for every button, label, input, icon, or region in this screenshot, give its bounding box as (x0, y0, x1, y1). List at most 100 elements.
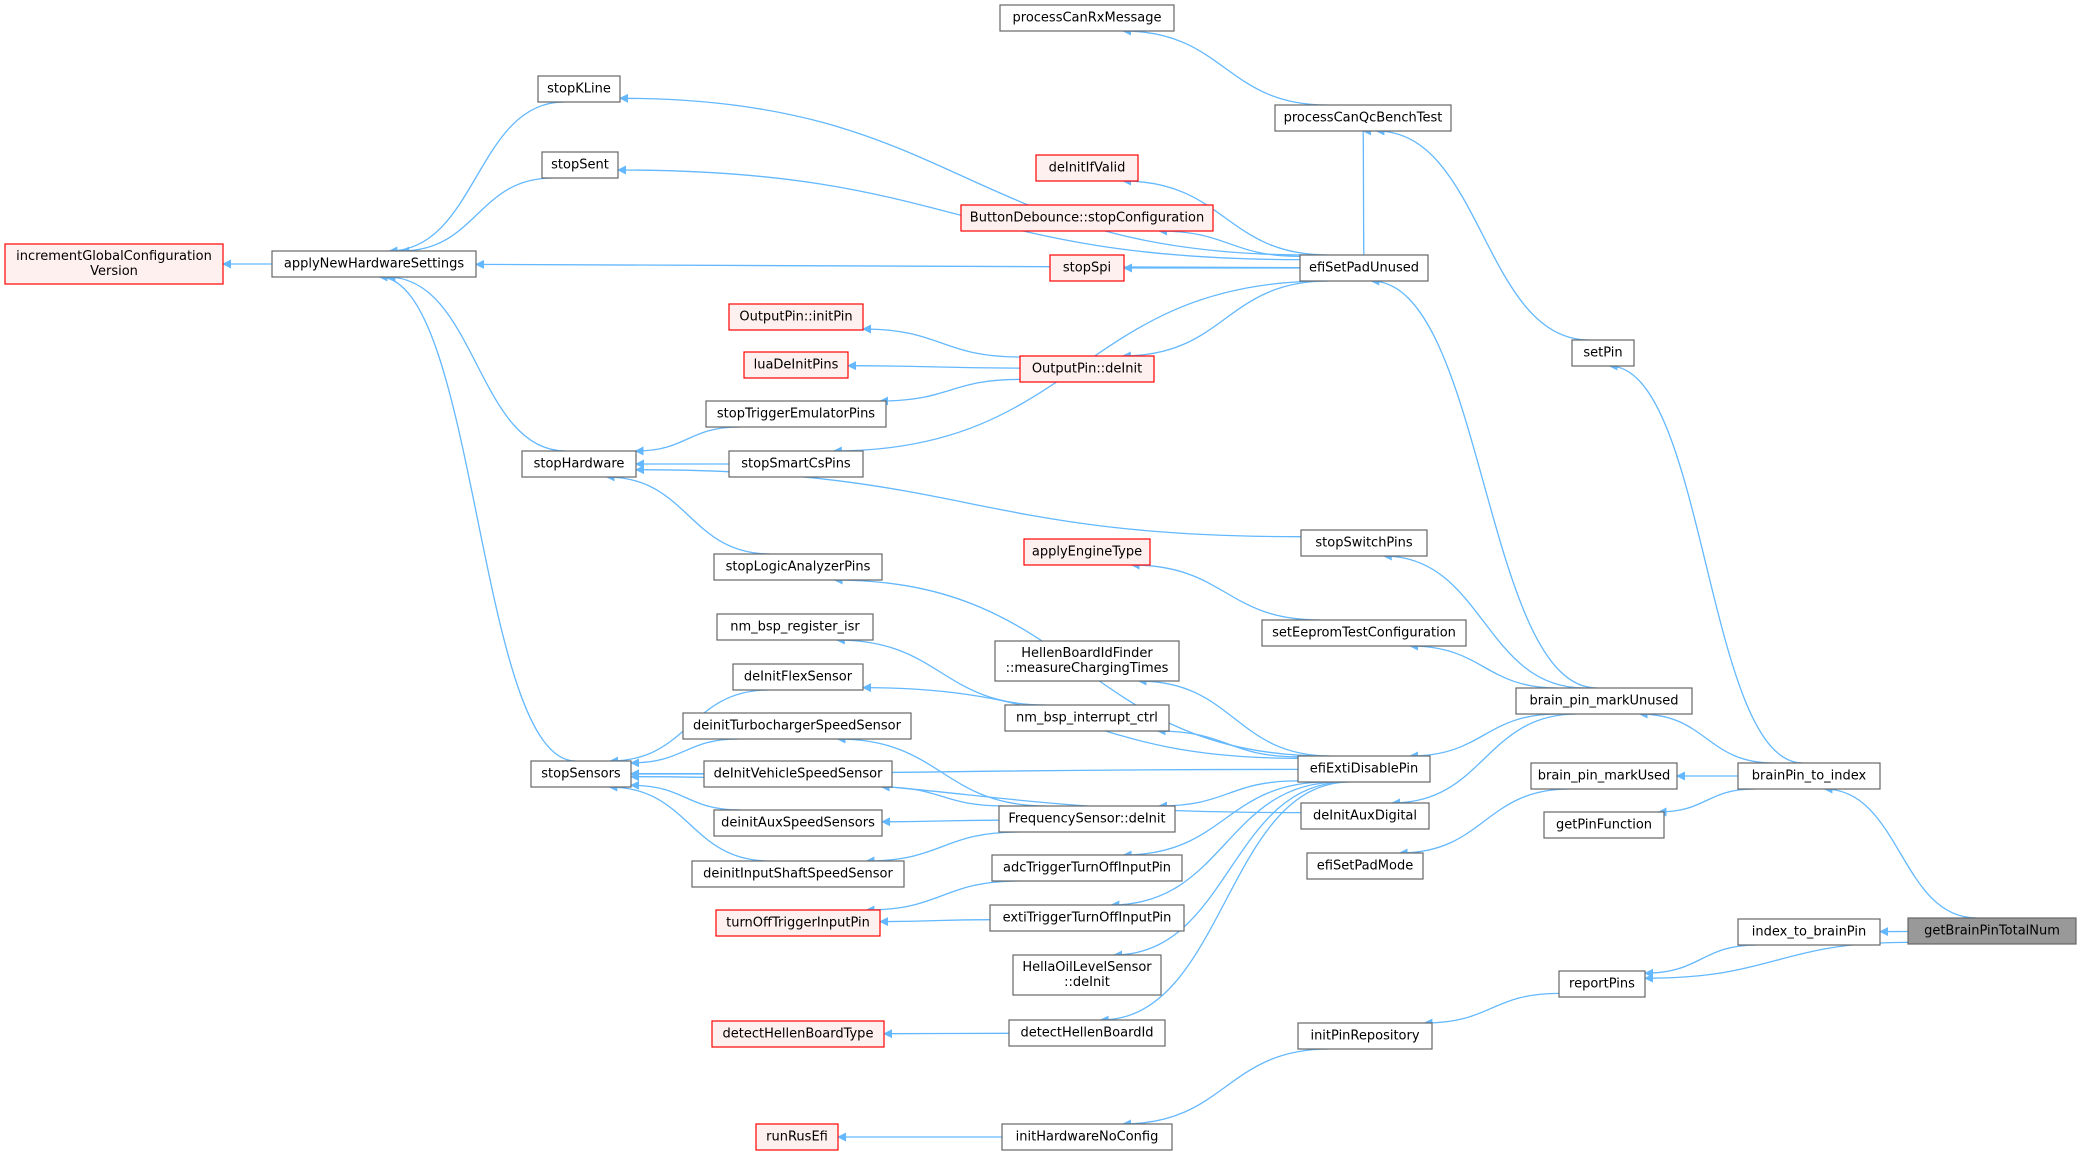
node-detectHellenBoardType[interactable]: detectHellenBoardType (712, 1021, 884, 1047)
node-label: processCanRxMessage (1013, 11, 1162, 26)
node-initPinRepository[interactable]: initPinRepository (1298, 1023, 1432, 1049)
edge-reportPins-to-getBrainPinTotalNum (1645, 942, 1908, 978)
node-ButtonDebounce_stopConfiguration[interactable]: ButtonDebounce::stopConfiguration (961, 205, 1213, 231)
node-efiSetPadUnused[interactable]: efiSetPadUnused (1300, 255, 1428, 281)
node-setPin[interactable]: setPin (1572, 340, 1634, 366)
node-label: applyEngineType (1032, 545, 1142, 560)
node-label: incrementGlobalConfiguration (16, 249, 212, 264)
node-deInitIfValid[interactable]: deInitIfValid (1036, 155, 1138, 181)
node-stopSmartCsPins[interactable]: stopSmartCsPins (729, 451, 863, 477)
node-label: getPinFunction (1556, 818, 1652, 833)
node-nm_bsp_interrupt_ctrl[interactable]: nm_bsp_interrupt_ctrl (1005, 705, 1169, 731)
node-layer: getBrainPinTotalNum brainPin_to_indexinde… (5, 5, 2076, 1150)
node-applyNewHardwareSettings[interactable]: applyNewHardwareSettings (272, 251, 476, 277)
node-initHardwareNoConfig[interactable]: initHardwareNoConfig (1002, 1124, 1172, 1150)
node-label: adcTriggerTurnOffInputPin (1003, 861, 1171, 876)
node-FrequencySensor_deInit[interactable]: FrequencySensor::deInit (999, 806, 1175, 832)
node-extiTriggerTurnOffInputPin[interactable]: extiTriggerTurnOffInputPin (990, 905, 1184, 931)
node-brainPin_to_index[interactable]: brainPin_to_index (1738, 763, 1880, 789)
edge-efiExtiDisablePin-to-brain_pin_markUnused (1410, 714, 1558, 756)
node-label: stopSmartCsPins (741, 457, 851, 472)
node-stopKLine[interactable]: stopKLine (538, 76, 620, 102)
node-runRusEfi[interactable]: runRusEfi (756, 1124, 838, 1150)
node-label: efiSetPadUnused (1309, 261, 1419, 276)
node-label: ButtonDebounce::stopConfiguration (970, 211, 1204, 226)
node-nm_bsp_register_isr[interactable]: nm_bsp_register_isr (717, 614, 873, 640)
node-label: detectHellenBoardType (723, 1027, 874, 1042)
node-stopTriggerEmulatorPins[interactable]: stopTriggerEmulatorPins (706, 401, 886, 427)
node-efiSetPadMode[interactable]: efiSetPadMode (1307, 853, 1423, 879)
node-label: stopTriggerEmulatorPins (717, 407, 875, 422)
edge-applyNewHardwareSettings-to-stopHardware (387, 277, 565, 451)
node-label: processCanQcBenchTest (1284, 111, 1443, 126)
node-deinitTurbochargerSpeedSensor[interactable]: deinitTurbochargerSpeedSensor (683, 713, 911, 739)
node-deInitFlexSensor[interactable]: deInitFlexSensor (733, 664, 863, 690)
node-label: detectHellenBoardId (1020, 1026, 1153, 1041)
node-deinitAuxSpeedSensors[interactable]: deinitAuxSpeedSensors (714, 810, 882, 836)
edge-initPinRepository-to-reportPins (1424, 993, 1559, 1023)
edge-stopSensors-to-deinitAuxSpeedSensors (631, 785, 740, 810)
node-label: stopSpi (1063, 261, 1111, 276)
node-deInitAuxDigital[interactable]: deInitAuxDigital (1301, 803, 1429, 829)
node-label: stopKLine (547, 82, 611, 97)
node-efiExtiDisablePin[interactable]: efiExtiDisablePin (1298, 756, 1430, 782)
node-label: reportPins (1569, 977, 1635, 992)
node-adcTriggerTurnOffInputPin[interactable]: adcTriggerTurnOffInputPin (992, 855, 1182, 881)
node-brain_pin_markUnused[interactable]: brain_pin_markUnused (1516, 688, 1692, 714)
edge-extiTriggerTurnOffInputPin-to-efiExtiDisablePin (1111, 782, 1340, 905)
node-label: brain_pin_markUnused (1529, 694, 1678, 709)
node-label: brainPin_to_index (1752, 769, 1867, 784)
node-label: luaDeInitPins (754, 358, 839, 373)
node-label: OutputPin::deInit (1032, 362, 1142, 377)
edge-processCanRxMessage-to-processCanQcBenchTest (1123, 31, 1327, 105)
node-label: deinitTurbochargerSpeedSensor (693, 719, 902, 734)
node-stopSwitchPins[interactable]: stopSwitchPins (1301, 530, 1427, 556)
node-stopSensors[interactable]: stopSensors (531, 761, 631, 787)
node-getBrainPinTotalNum[interactable]: getBrainPinTotalNum (1908, 918, 2076, 944)
node-OutputPin_initPin[interactable]: OutputPin::initPin (729, 304, 863, 330)
node-turnOffTriggerInputPin[interactable]: turnOffTriggerInputPin (716, 910, 880, 936)
node-label: ::measureChargingTimes (1006, 661, 1169, 676)
edge-stopHardware-to-stopLogicAnalyzerPins (607, 477, 771, 554)
node-label: nm_bsp_interrupt_ctrl (1016, 711, 1158, 726)
node-label: nm_bsp_register_isr (730, 620, 860, 635)
node-processCanQcBenchTest[interactable]: processCanQcBenchTest (1275, 105, 1451, 131)
node-applyEngineType[interactable]: applyEngineType (1024, 539, 1150, 565)
node-setEepromTestConfiguration[interactable]: setEepromTestConfiguration (1262, 620, 1466, 646)
node-label: initHardwareNoConfig (1016, 1130, 1159, 1145)
node-label: efiSetPadMode (1317, 859, 1413, 874)
node-stopSpi[interactable]: stopSpi (1050, 255, 1124, 281)
node-label: OutputPin::initPin (739, 310, 852, 325)
node-label: FrequencySensor::deInit (1008, 812, 1165, 827)
node-stopSent[interactable]: stopSent (542, 152, 618, 178)
node-label: stopLogicAnalyzerPins (726, 560, 871, 575)
node-getPinFunction[interactable]: getPinFunction (1544, 812, 1664, 838)
node-brain_pin_markUsed[interactable]: brain_pin_markUsed (1531, 763, 1677, 789)
edge-brainPin_to_index-to-getBrainPinTotalNum (1824, 789, 1976, 918)
node-stopLogicAnalyzerPins[interactable]: stopLogicAnalyzerPins (714, 554, 882, 580)
node-reportPins[interactable]: reportPins (1559, 971, 1645, 997)
node-deinitInputShaftSpeedSensor[interactable]: deinitInputShaftSpeedSensor (692, 861, 904, 887)
edge-stopHardware-to-stopTriggerEmulatorPins (635, 427, 739, 451)
node-HellaOilLevelSensor_deInit[interactable]: HellaOilLevelSensor::deInit (1013, 955, 1161, 995)
edge-stopSensors-to-deinitTurbochargerSpeedSensor (631, 739, 739, 763)
node-label: ::deInit (1064, 975, 1110, 990)
node-OutputPin_deInit[interactable]: OutputPin::deInit (1020, 356, 1154, 382)
edge-getPinFunction-to-brainPin_to_index (1658, 789, 1754, 812)
node-HellenBoardIdFinder[interactable]: HellenBoardIdFinder::measureChargingTime… (995, 641, 1179, 681)
node-deInitVehicleSpeedSensor[interactable]: deInitVehicleSpeedSensor (704, 761, 892, 787)
node-processCanRxMessage[interactable]: processCanRxMessage (1000, 5, 1174, 31)
node-label: getBrainPinTotalNum (1924, 924, 2060, 939)
node-label: initPinRepository (1310, 1029, 1419, 1044)
edge-stopHardware-to-stopSwitchPins (636, 470, 1301, 537)
node-stopHardware[interactable]: stopHardware (522, 451, 636, 477)
node-detectHellenBoardId[interactable]: detectHellenBoardId (1009, 1020, 1165, 1046)
node-luaDeInitPins[interactable]: luaDeInitPins (744, 352, 848, 378)
node-index_to_brainPin[interactable]: index_to_brainPin (1738, 919, 1880, 945)
node-label: stopSensors (541, 767, 621, 782)
node-label: stopSwitchPins (1315, 536, 1412, 551)
node-label: deInitVehicleSpeedSensor (714, 767, 883, 782)
